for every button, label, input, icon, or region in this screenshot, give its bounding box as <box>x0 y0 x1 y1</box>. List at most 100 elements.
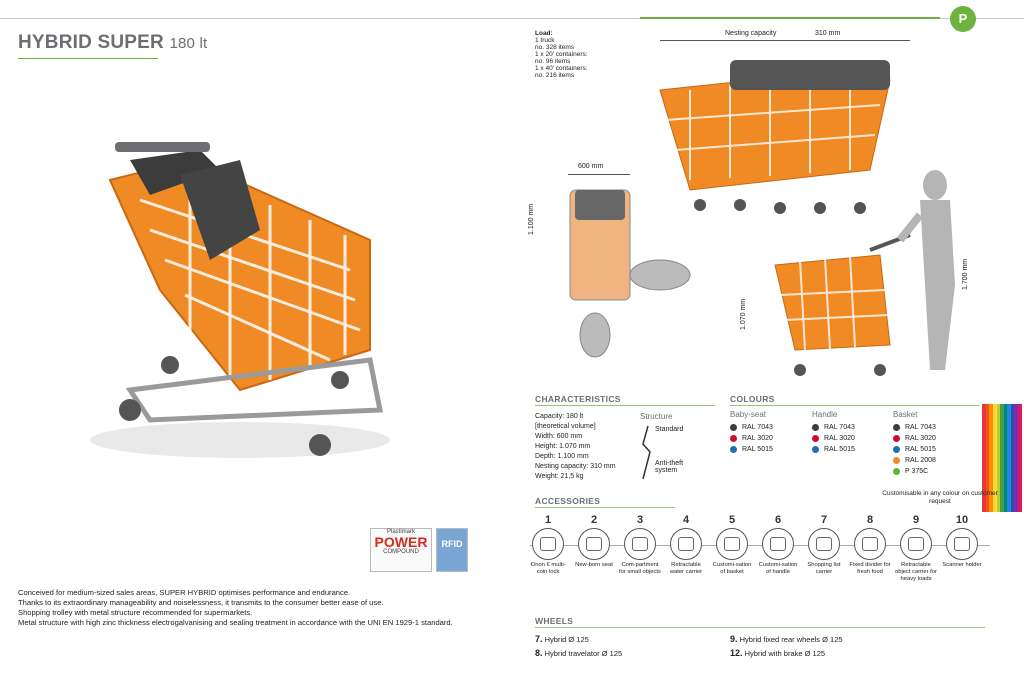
colour-option: RAL 7043 <box>812 422 855 433</box>
width-label: 600 mm <box>578 163 604 170</box>
colour-swatch <box>730 435 737 442</box>
colour-swatch <box>730 424 737 431</box>
width-dim-line <box>568 174 630 175</box>
heavy-load-carrier-icon <box>900 528 932 560</box>
depth-label: 1.100 mm <box>528 203 535 235</box>
colour-label: RAL 5015 <box>905 446 936 453</box>
swatch-strip <box>1011 404 1015 512</box>
handle-colours: Handle RAL 7043 RAL 3020 RAL 5015 <box>812 410 855 455</box>
description-paragraph: Conceived for medium-sized sales areas, … <box>18 588 351 597</box>
colour-swatch <box>893 468 900 475</box>
handle-customisation-icon <box>762 528 794 560</box>
compartment-icon <box>624 528 656 560</box>
swatch-strip <box>996 404 1001 512</box>
characteristics-rule <box>535 405 715 406</box>
accessory-number: 9 <box>912 514 920 526</box>
accessory-label: Customi-sation of basket <box>712 562 752 575</box>
colour-option: RAL 5015 <box>893 444 936 455</box>
colour-swatch <box>893 424 900 431</box>
accessory-label: Shopping list carrier <box>807 562 841 575</box>
wheel-item: 7. Hybrid Ø 125 <box>535 634 589 644</box>
swatch-strip <box>985 404 990 512</box>
basket-customisation-icon <box>716 528 748 560</box>
nesting-dim-line <box>660 40 910 41</box>
swatch-strip <box>989 404 993 512</box>
accessory-number: 6 <box>774 514 782 526</box>
badge-top-text: Plastimark <box>386 529 415 535</box>
accessory-label: Retractable object carrier for heavy loa… <box>895 562 937 582</box>
plastimark-power-badge: Plastimark POWER COMPOUND <box>370 528 432 572</box>
rfid-text: RFID <box>441 539 463 549</box>
wheel-item: 12. Hybrid with brake Ø 125 <box>730 648 825 658</box>
brand-logo-icon: P <box>950 6 976 32</box>
colour-fan-swatches <box>982 404 1023 512</box>
coin-lock-icon <box>532 528 564 560</box>
colour-label: RAL 5015 <box>742 446 773 453</box>
basket-colours: Basket RAL 7043 RAL 3020 RAL 5015 RAL 20… <box>893 410 936 477</box>
product-capacity: 180 lt <box>169 35 208 52</box>
spec-line: Nesting capacity: 310 mm <box>535 463 616 470</box>
colour-swatch <box>893 446 900 453</box>
badge-big-text: POWER <box>374 534 428 550</box>
accessory-label: Retractable water carrier <box>669 562 703 575</box>
colour-swatch <box>812 435 819 442</box>
accessories-heading: ACCESSORIES <box>535 496 601 506</box>
load-line: no. 328 items <box>535 44 575 51</box>
cart-main-image <box>90 142 390 458</box>
customisation-note: Customisable in any colour on customer r… <box>882 490 998 505</box>
wheel-number: 9. <box>730 634 738 644</box>
spec-line: [theoretical volume] <box>535 423 596 430</box>
colour-option: RAL 5015 <box>730 444 773 455</box>
colour-swatch <box>812 424 819 431</box>
accessories-rule <box>535 507 675 508</box>
nested-carts-image <box>659 60 891 214</box>
accessory-label: New-born seat <box>575 562 613 568</box>
product-name: HYBRID SUPER <box>18 32 164 53</box>
load-line: Load: <box>535 30 553 37</box>
accessory-number: 5 <box>728 514 736 526</box>
swatch-strip <box>1000 404 1004 512</box>
side-view-image <box>774 170 955 376</box>
colours-heading: COLOURS <box>730 394 775 404</box>
page-title: HYBRID SUPER 180 lt <box>18 32 207 54</box>
accessory-label: Scanner holder <box>942 562 982 568</box>
colour-swatch <box>893 457 900 464</box>
colour-label: RAL 3020 <box>905 435 936 442</box>
wheel-item: 8. Hybrid travelator Ø 125 <box>535 648 622 658</box>
nesting-value: 310 mm <box>815 30 841 37</box>
wheels-rule <box>535 627 985 628</box>
swatch-strip <box>1007 404 1012 512</box>
colour-label: RAL 7043 <box>742 424 773 431</box>
colour-option: P 375C <box>893 466 936 477</box>
height-label: 1.070 mm <box>740 298 747 330</box>
wheel-item: 9. Hybrid fixed rear wheels Ø 125 <box>730 634 843 644</box>
structure-heading: Structure <box>640 412 673 421</box>
structure-diagram-icon <box>642 425 651 480</box>
colours-rule <box>730 405 980 406</box>
product-description: Conceived for medium-sized sales areas, … <box>18 588 468 628</box>
colour-option: RAL 3020 <box>812 433 855 444</box>
wheel-label: Hybrid with brake Ø 125 <box>744 649 826 658</box>
colour-label: RAL 7043 <box>824 424 855 431</box>
wheel-number: 7. <box>535 634 543 644</box>
colour-swatch <box>812 446 819 453</box>
structure-antitheft: Anti-theft system <box>655 460 684 474</box>
swatch-strip <box>1018 404 1023 512</box>
colour-option: RAL 7043 <box>893 422 936 433</box>
colour-swatch <box>893 435 900 442</box>
structure-block: Structure Standard Anti-theft system <box>640 412 720 492</box>
swatch-strip <box>992 404 997 512</box>
wheel-number: 12. <box>730 648 743 658</box>
colour-option: RAL 5015 <box>812 444 855 455</box>
spec-line: Width: 600 mm <box>535 433 583 440</box>
description-paragraph: Thanks to its extraordinary manageabilit… <box>18 598 384 607</box>
handle-heading: Handle <box>812 410 838 419</box>
accessory-number: 4 <box>682 514 690 526</box>
wheel-label: Hybrid Ø 125 <box>544 635 589 644</box>
badge-bottom-text: COMPOUND <box>383 549 419 555</box>
basket-heading: Basket <box>893 410 918 419</box>
